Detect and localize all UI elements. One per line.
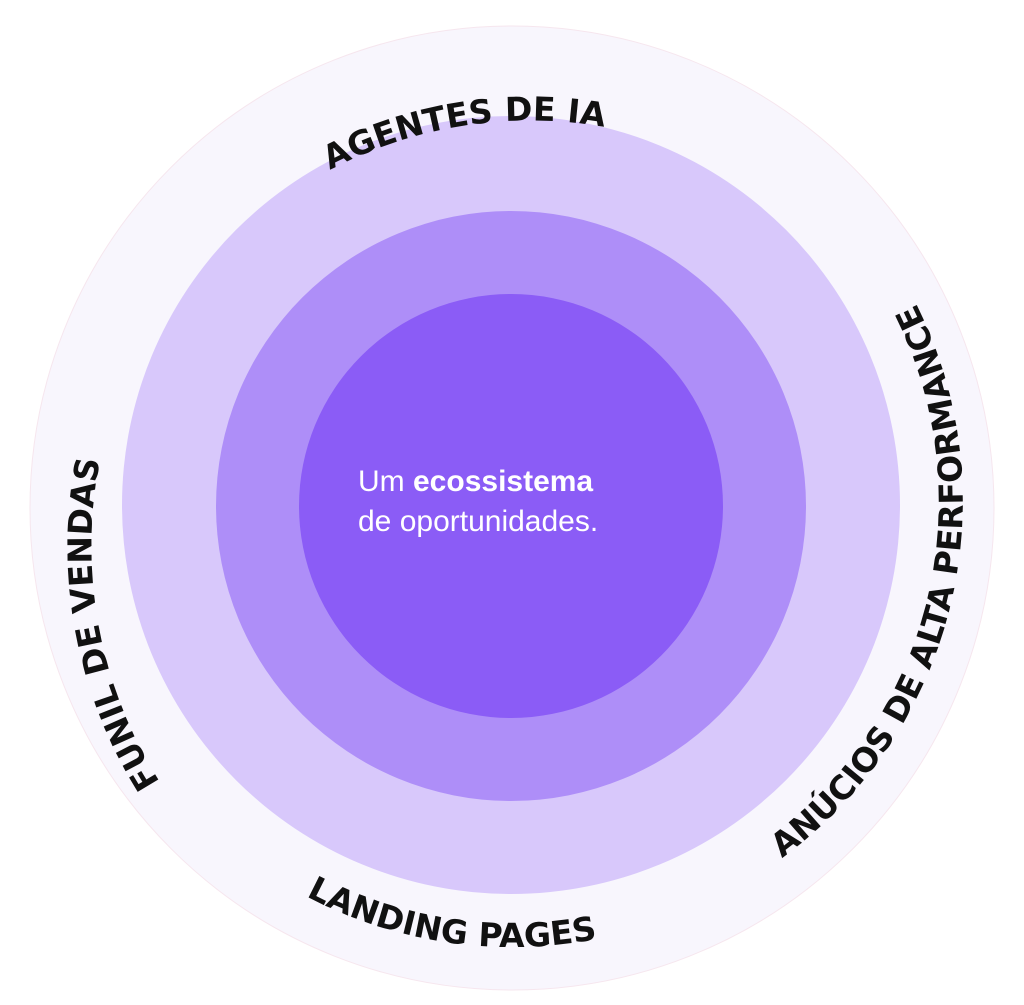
center-line1-prefix: Um [358,465,413,498]
center-line2: de oportunidades. [358,505,598,538]
center-line1-bold: ecossistema [413,465,593,498]
core-circle [299,294,723,718]
center-text: Um ecossistema de oportunidades. [358,465,601,538]
